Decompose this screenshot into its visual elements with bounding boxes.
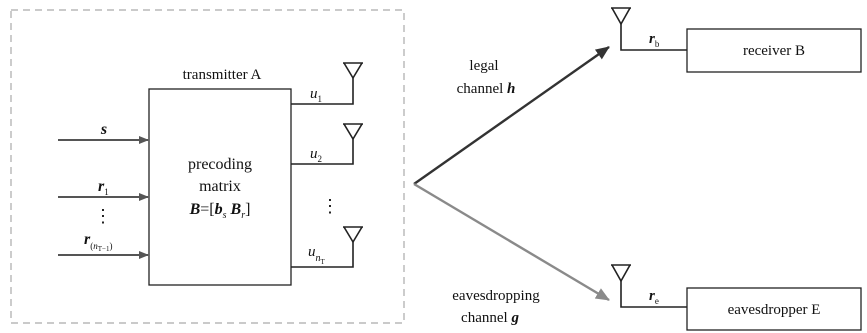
antenna-icon [611,264,631,283]
input-label-rn: r(nT−1) [84,231,112,253]
eavesdropping-channel-label-line1: eavesdropping [452,288,540,304]
eavesdropping-channel-label-line2: channel g [461,310,519,326]
transmitter-title: transmitter A [183,67,262,83]
antenna-icon [343,226,363,244]
output-line-u1 [291,78,354,105]
eavesdropping-channel-arrow [413,182,610,302]
receiver-label: receiver B [743,43,805,59]
legal-channel-arrow [413,46,610,185]
legal-channel-label-line2: channel h [457,81,516,97]
precoding-label-line2: matrix [199,178,241,195]
output-label-u1: u1 [310,86,322,104]
output-line-u2 [291,139,354,165]
output-line-un [291,242,354,268]
receiver-connection [620,24,687,51]
precoding-block [148,88,292,286]
precoding-matrix-formula: B=[bs Br] [189,201,251,221]
eavesdropper-label: eavesdropper E [728,302,821,318]
output-vdots: ⋮ [321,196,339,216]
eavesdropper-r-label: re [649,288,659,306]
eavesdropper-box [686,287,862,331]
transmitter-boundary [10,9,405,324]
antenna-icon [343,62,363,80]
precoding-label-line1: precoding [188,156,252,173]
input-vdots: ⋮ [94,206,112,226]
legal-channel-label-line1: legal [469,58,498,74]
input-label-r1: r1 [98,178,109,197]
antenna-icon [343,123,363,141]
eavesdropper-connection [620,281,687,308]
output-label-un: unT [308,244,326,266]
receiver-r-label: rb [649,31,660,49]
input-label-s: s [100,121,107,138]
output-label-u2: u2 [310,146,322,164]
antenna-icon [611,7,631,26]
receiver-box [686,28,862,73]
